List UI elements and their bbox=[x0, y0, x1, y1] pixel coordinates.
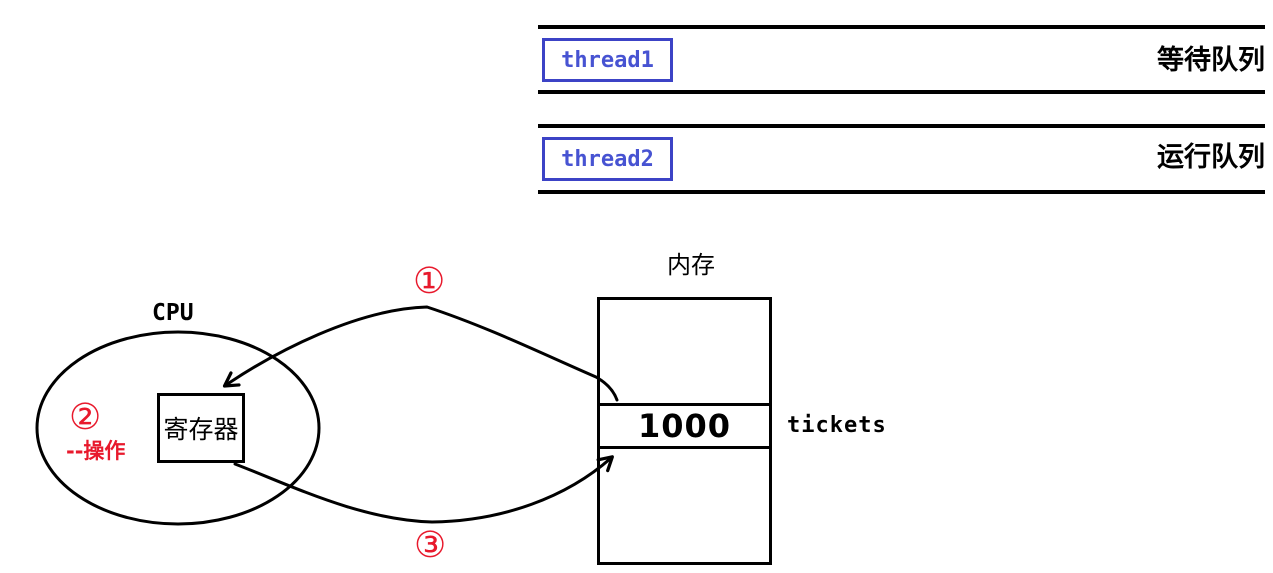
arrow-read-memory-to-register bbox=[222, 305, 619, 402]
register-label: 寄存器 bbox=[163, 415, 239, 444]
running-queue-top-line bbox=[538, 124, 1265, 128]
waiting-queue-label: 等待队列 bbox=[1157, 45, 1265, 76]
thread1-label: thread1 bbox=[561, 47, 654, 73]
waiting-queue-top-line bbox=[538, 25, 1265, 29]
memory-title: 内存 bbox=[667, 251, 715, 279]
waiting-queue-bottom-line bbox=[538, 90, 1265, 94]
running-queue-label: 运行队列 bbox=[1157, 142, 1265, 173]
register-box: 寄存器 bbox=[157, 393, 245, 463]
thread1-box: thread1 bbox=[542, 38, 673, 82]
step1-badge: ① bbox=[413, 261, 446, 302]
running-queue-bottom-line bbox=[538, 190, 1265, 194]
arrow-write-register-to-memory bbox=[233, 455, 614, 524]
thread2-box: thread2 bbox=[542, 137, 673, 181]
step2-operation-label: --操作 bbox=[66, 439, 126, 463]
memory-box: 1000 bbox=[597, 297, 772, 565]
tickets-value: 1000 bbox=[637, 407, 732, 445]
step2-badge: ② bbox=[69, 397, 102, 438]
tickets-label: tickets bbox=[787, 413, 887, 438]
thread2-label: thread2 bbox=[561, 146, 654, 172]
memory-cell-top bbox=[600, 300, 769, 403]
memory-cell-bottom bbox=[600, 449, 769, 562]
memory-cell-tickets: 1000 bbox=[600, 403, 769, 449]
cpu-ellipse bbox=[35, 330, 321, 526]
cpu-title: CPU bbox=[152, 300, 194, 326]
step3-badge: ③ bbox=[414, 525, 447, 566]
